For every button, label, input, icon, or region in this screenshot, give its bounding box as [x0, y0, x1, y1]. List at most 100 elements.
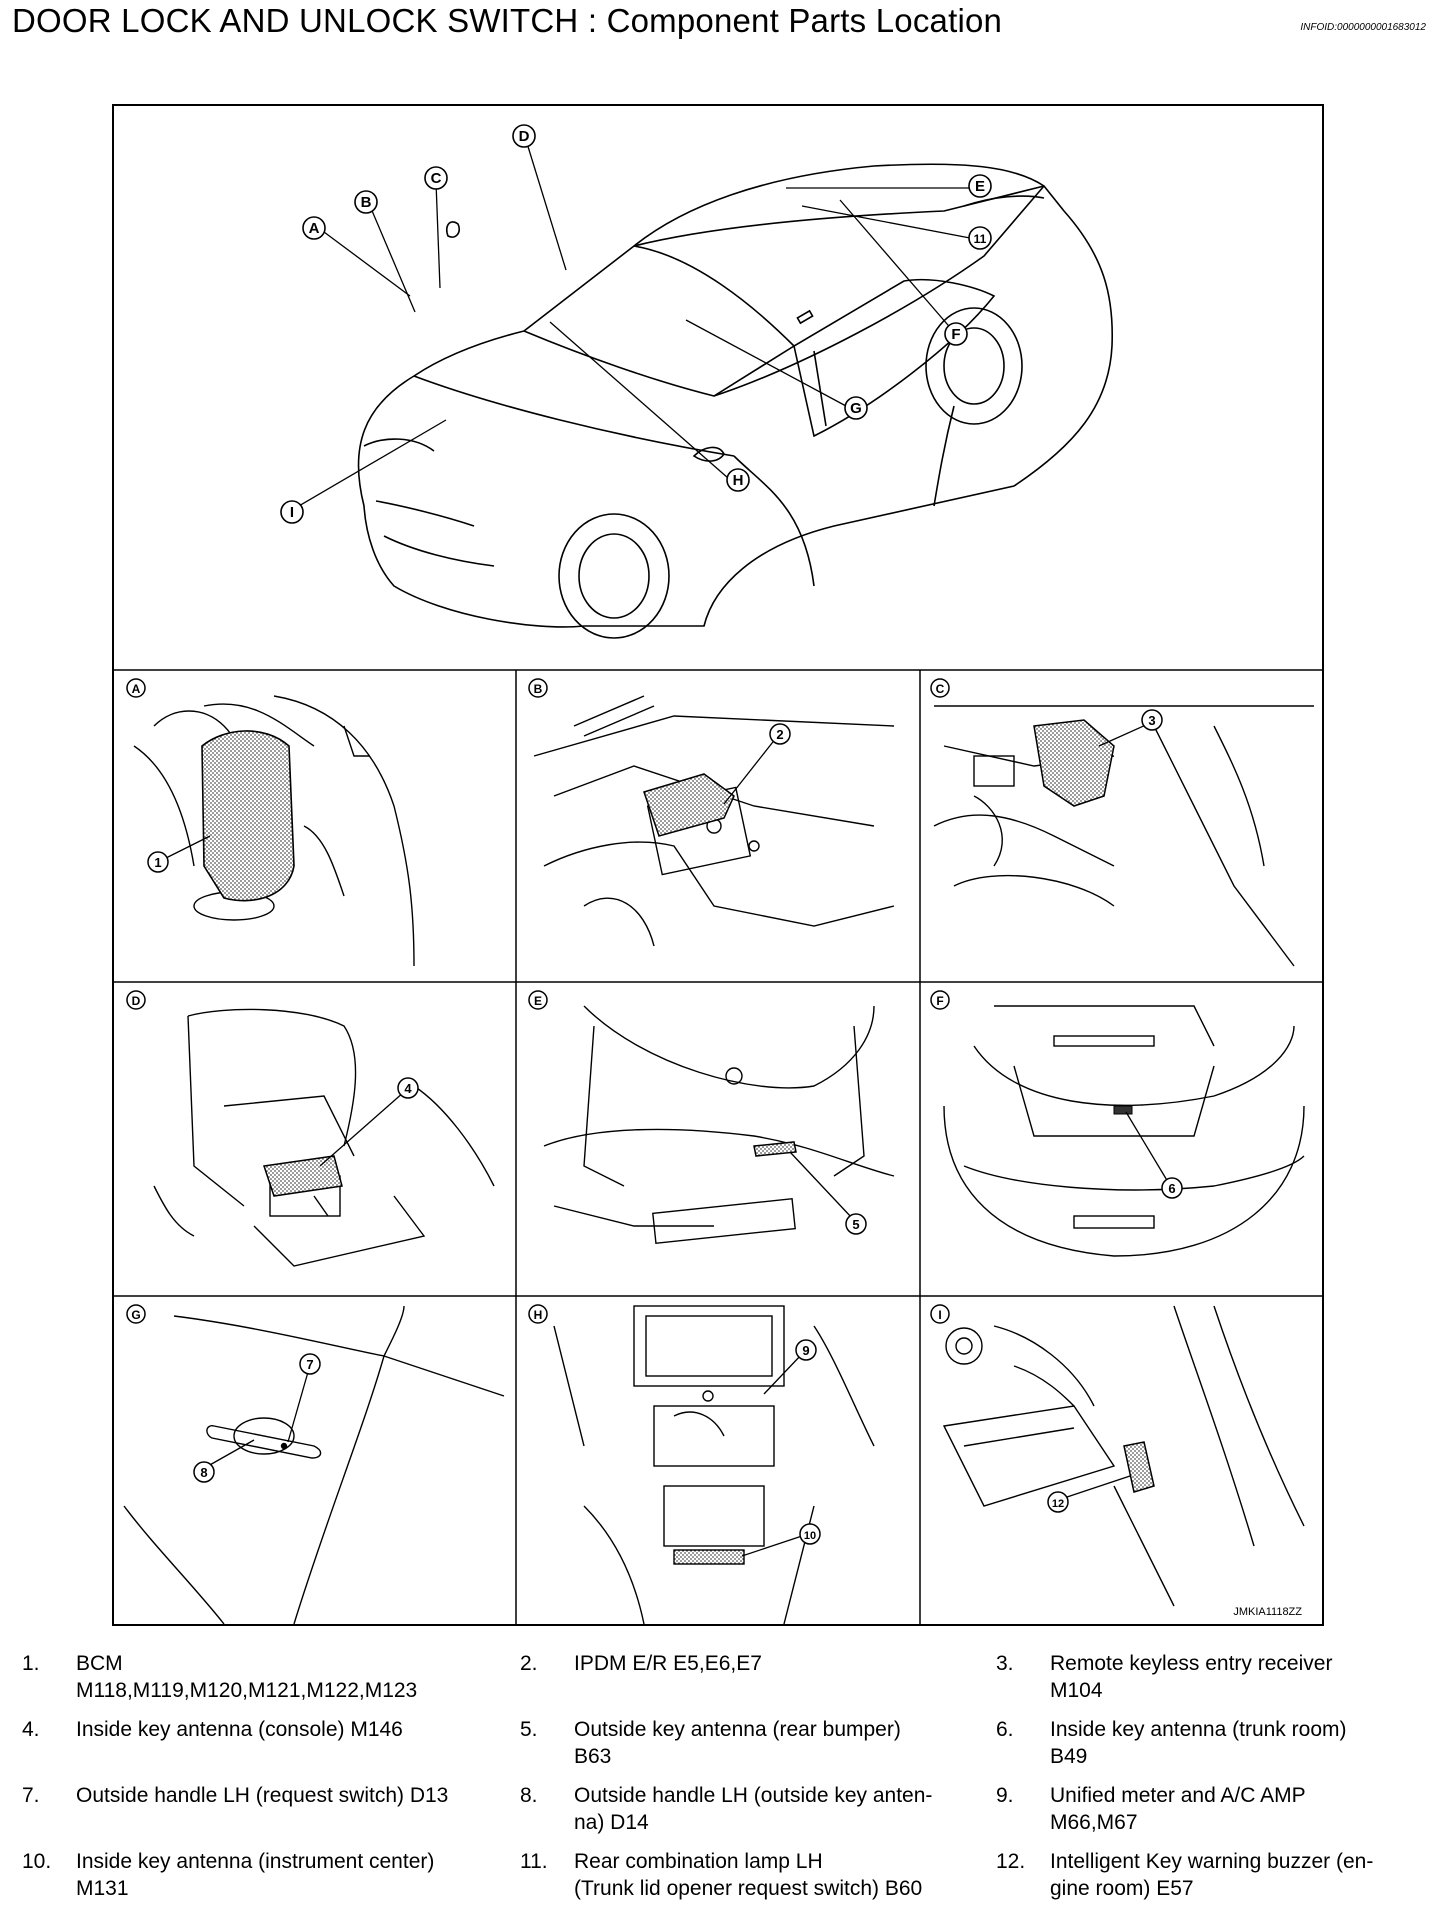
panel-c-letter: C: [930, 678, 950, 698]
svg-text:F: F: [951, 326, 960, 343]
svg-text:5: 5: [852, 1217, 859, 1232]
part-callout-8: 8: [193, 1461, 215, 1483]
svg-text:6: 6: [1168, 1181, 1175, 1196]
part-callout-5: 5: [845, 1213, 867, 1235]
part-callout-3: 3: [1141, 709, 1163, 731]
legend-text: Inside key antenna (trunk room): [1050, 1718, 1347, 1741]
svg-text:H: H: [534, 1308, 543, 1322]
svg-text:I: I: [938, 1308, 941, 1322]
svg-text:11: 11: [974, 232, 987, 246]
page-title: DOOR LOCK AND UNLOCK SWITCH : Component …: [12, 2, 1003, 39]
svg-text:4: 4: [404, 1081, 412, 1096]
car-illustration: [357, 163, 1114, 639]
svg-text:H: H: [733, 472, 744, 489]
legend-text: M104: [1050, 1679, 1103, 1702]
svg-text:1: 1: [154, 855, 161, 870]
panel-h-letter: H: [528, 1304, 548, 1324]
figure-id: JMKIA1118ZZ: [1233, 1606, 1302, 1618]
legend-num: 11.: [520, 1850, 548, 1873]
svg-text:12: 12: [1052, 1498, 1064, 1510]
callout-D: D: [512, 124, 536, 148]
legend-text: Remote keyless entry receiver: [1050, 1652, 1333, 1675]
main-callouts: A B C D E F G: [280, 124, 992, 524]
legend-text: IPDM E/R E5,E6,E7: [574, 1652, 762, 1675]
part-callout-10: 10: [799, 1523, 821, 1545]
legend-num: 10.: [22, 1850, 52, 1873]
legend-text: M118,M119,M120,M121,M122,M123: [76, 1679, 418, 1702]
part-callout-9: 9: [795, 1339, 817, 1361]
panel-grid: [114, 669, 1322, 1624]
svg-text:D: D: [132, 994, 141, 1008]
legend-text: B63: [574, 1745, 612, 1768]
part-callout-1: 1: [147, 851, 169, 873]
svg-text:F: F: [936, 994, 943, 1008]
panel-f: F 6: [930, 990, 1305, 1257]
legend-text: Intelligent Key warning buzzer (en-: [1050, 1850, 1374, 1873]
panel-b-letter: B: [528, 678, 548, 698]
svg-text:I: I: [290, 504, 294, 521]
legend-num: 8.: [520, 1784, 538, 1807]
callout-A: A: [302, 216, 326, 240]
svg-text:7: 7: [306, 1357, 313, 1372]
panel-d-letter: D: [126, 990, 146, 1010]
svg-text:G: G: [850, 400, 862, 417]
panel-i: I 12: [930, 1304, 1305, 1607]
svg-text:2: 2: [776, 727, 783, 742]
svg-text:C: C: [431, 170, 442, 187]
callout-leaders: [291, 139, 971, 511]
legend-num: 3.: [996, 1652, 1014, 1675]
callout-11: 11: [968, 226, 992, 250]
legend-num: 9.: [996, 1784, 1014, 1807]
panel-d: D 4: [126, 990, 495, 1267]
callout-G: G: [844, 396, 868, 420]
callout-I: I: [280, 500, 304, 524]
svg-text:C: C: [936, 682, 945, 696]
svg-text:3: 3: [1148, 713, 1155, 728]
svg-text:E: E: [534, 994, 542, 1008]
panel-c: C 3: [930, 678, 1314, 967]
legend-text: (Trunk lid opener request switch) B60: [574, 1877, 923, 1900]
callout-C: C: [424, 166, 448, 190]
callout-F: F: [944, 322, 968, 346]
legend-text: M66,M67: [1050, 1811, 1138, 1834]
legend-text: Inside key antenna (instrument center): [76, 1850, 435, 1873]
part-callout-6: 6: [1161, 1177, 1183, 1199]
legend-text: M131: [76, 1877, 129, 1900]
part-callout-2: 2: [769, 723, 791, 745]
svg-text:D: D: [519, 128, 530, 145]
panel-f-letter: F: [930, 990, 950, 1010]
legend-text: Rear combination lamp LH: [574, 1850, 823, 1873]
part-callout-7: 7: [299, 1353, 321, 1375]
legend-text: Unified meter and A/C AMP: [1050, 1784, 1306, 1807]
legend-text: Inside key antenna (console) M146: [76, 1718, 403, 1741]
panel-i-letter: I: [930, 1304, 950, 1324]
diagram-frame: A B C D E F G: [112, 104, 1324, 1626]
legend-num: 6.: [996, 1718, 1014, 1741]
panel-b: B 2: [528, 678, 895, 947]
svg-text:A: A: [132, 682, 141, 696]
legend-text: Outside key antenna (rear bumper): [574, 1718, 901, 1741]
part-callout-12: 12: [1047, 1491, 1069, 1513]
svg-text:10: 10: [804, 1530, 816, 1542]
callout-H: H: [726, 468, 750, 492]
legend-num: 4.: [22, 1718, 40, 1741]
svg-text:A: A: [309, 220, 320, 237]
svg-text:B: B: [361, 194, 372, 211]
svg-text:B: B: [534, 682, 543, 696]
component-diagram: A B C D E F G: [114, 124, 1322, 1624]
panel-g-letter: G: [126, 1304, 146, 1324]
legend-num: 5.: [520, 1718, 538, 1741]
panel-e: E 5: [528, 990, 895, 1245]
svg-text:9: 9: [802, 1343, 809, 1358]
legend-text: gine room) E57: [1050, 1877, 1194, 1900]
panel-a-letter: A: [126, 678, 146, 698]
callout-B: B: [354, 190, 378, 214]
legend-text: Outside handle LH (request switch) D13: [76, 1784, 449, 1807]
legend-num: 12.: [996, 1850, 1026, 1873]
legend-num: 1.: [22, 1652, 40, 1675]
svg-text:8: 8: [200, 1465, 207, 1480]
panel-h: H 9 10: [528, 1304, 875, 1624]
legend-text: B49: [1050, 1745, 1088, 1768]
legend-num: 7.: [22, 1784, 40, 1807]
